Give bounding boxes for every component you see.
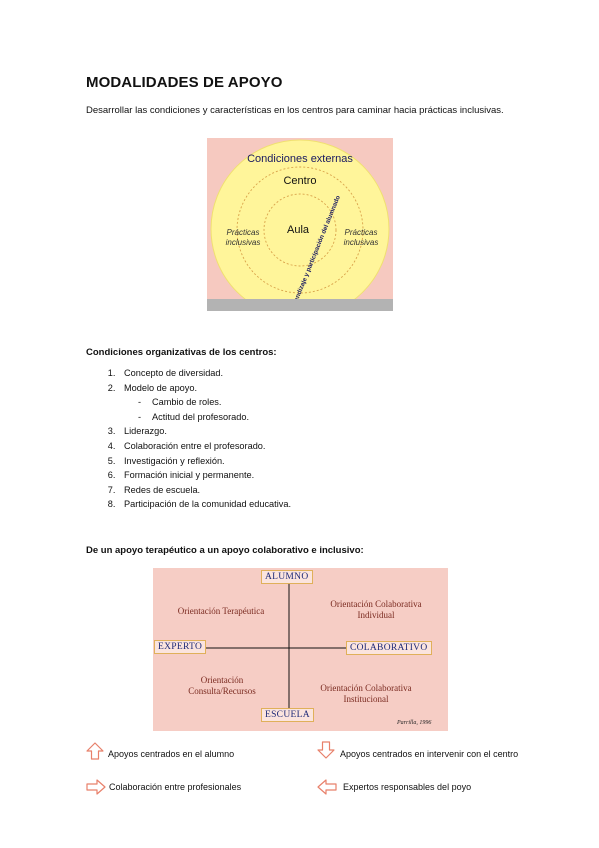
concentric-diagram: Condiciones externas Centro Aula Práctic…	[207, 138, 393, 311]
middle-circle	[236, 166, 364, 294]
outer-circle	[210, 139, 390, 311]
section-heading-support: De un apoyo terapéutico a un apoyo colab…	[86, 545, 364, 556]
list-item-text: Modelo de apoyo.	[124, 382, 198, 393]
quadrant-top-right-line2: Individual	[357, 610, 395, 620]
list-item: Formación inicial y permanente.	[118, 468, 448, 483]
arrow-right-icon	[86, 779, 106, 795]
figure-citation: Parrilla, 1996	[397, 720, 432, 726]
quadrant-bottom-left: Orientación Consulta/Recursos	[167, 675, 277, 697]
middle-label: Centro	[283, 175, 316, 187]
page-title: MODALIDADES DE APOYO	[86, 74, 283, 91]
sub-list: Cambio de roles. Actitud del profesorado…	[124, 395, 448, 424]
conditions-list: Concepto de diversidad. Modelo de apoyo.…	[86, 366, 448, 512]
quadrant-top-left: Orientación Terapéutica	[177, 606, 265, 616]
quadrant-top-right: Orientación Colaborativa Individual	[309, 599, 443, 621]
right-label-2: inclusivas	[344, 238, 379, 247]
axis-top-label: ALUMNO	[261, 570, 313, 584]
left-label-1: Prácticas	[227, 228, 260, 237]
concentric-diagram-svg: Condiciones externas Centro Aula Práctic…	[210, 139, 390, 311]
inner-label: Aula	[287, 224, 310, 236]
quadrant-diagram: ALUMNO ESCUELA EXPERTO COLABORATIVO Orie…	[153, 568, 448, 731]
list-item: Liderazgo.	[118, 424, 448, 439]
quadrant-bottom-right: Orientación Colaborativa Institucional	[299, 683, 433, 705]
list-item: Colaboración entre el profesorado.	[118, 439, 448, 454]
quadrant-top-right-line1: Orientación Colaborativa	[330, 599, 422, 609]
axis-bottom-label: ESCUELA	[261, 708, 314, 722]
legend-left-text: Expertos responsables del poyo	[343, 782, 472, 792]
list-item: Modelo de apoyo. Cambio de roles. Actitu…	[118, 381, 448, 425]
quadrant-bottom-right-line1: Orientación Colaborativa	[320, 683, 412, 693]
sub-list-item: Cambio de roles.	[138, 395, 448, 410]
inner-circle	[263, 193, 337, 267]
arrow-down-icon	[317, 741, 335, 759]
quadrant-bottom-right-line2: Institucional	[343, 694, 389, 704]
arrow-up-icon	[86, 742, 104, 760]
list-item: Redes de escuela.	[118, 483, 448, 498]
legend-down-text: Apoyos centrados en intervenir con el ce…	[340, 749, 519, 759]
list-item: Concepto de diversidad.	[118, 366, 448, 381]
list-item: Investigación y reflexión.	[118, 454, 448, 469]
quadrant-bottom-left-line2: Consulta/Recursos	[188, 686, 256, 696]
legend-up-text: Apoyos centrados en el alumno	[108, 749, 235, 759]
right-label-1: Prácticas	[345, 228, 378, 237]
arrow-left-icon	[317, 779, 337, 795]
legend-right-text: Colaboración entre profesionales	[109, 782, 242, 792]
outer-label: Condiciones externas	[247, 153, 353, 165]
axis-right-label: COLABORATIVO	[346, 641, 432, 655]
axis-left-label: EXPERTO	[154, 640, 207, 654]
sub-list-item: Actitud del profesorado.	[138, 410, 448, 425]
section-heading-organizational: Condiciones organizativas de los centros…	[86, 347, 277, 358]
quadrant-bottom-left-line1: Orientación	[200, 675, 244, 685]
left-label-2: inclusivas	[226, 238, 261, 247]
intro-paragraph: Desarrollar las condiciones y caracterís…	[86, 105, 504, 116]
figure-bottom-band	[207, 299, 393, 311]
quadrant-axes	[205, 582, 351, 710]
list-item: Participación de la comunidad educativa.	[118, 497, 448, 512]
